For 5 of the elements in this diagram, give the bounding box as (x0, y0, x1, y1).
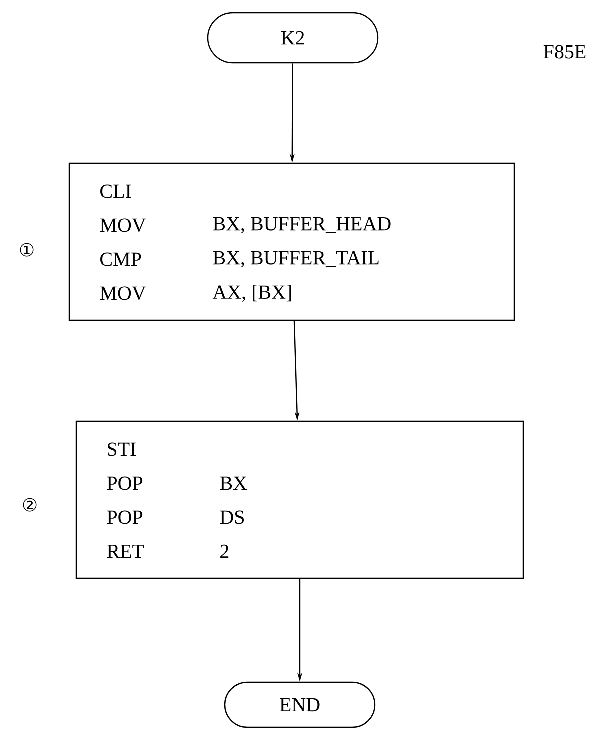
process-box: STI POP BX POP DS RET 2 (76, 420, 524, 580)
callout-number: ① (20, 243, 34, 257)
callout-number: ② (23, 498, 37, 512)
figure-code: F85E (544, 45, 586, 59)
process-box: CLI MOV BX, BUFFER_HEAD CMP BX, BUFFER_TAIL MOV AX, [BX] (68, 162, 516, 322)
